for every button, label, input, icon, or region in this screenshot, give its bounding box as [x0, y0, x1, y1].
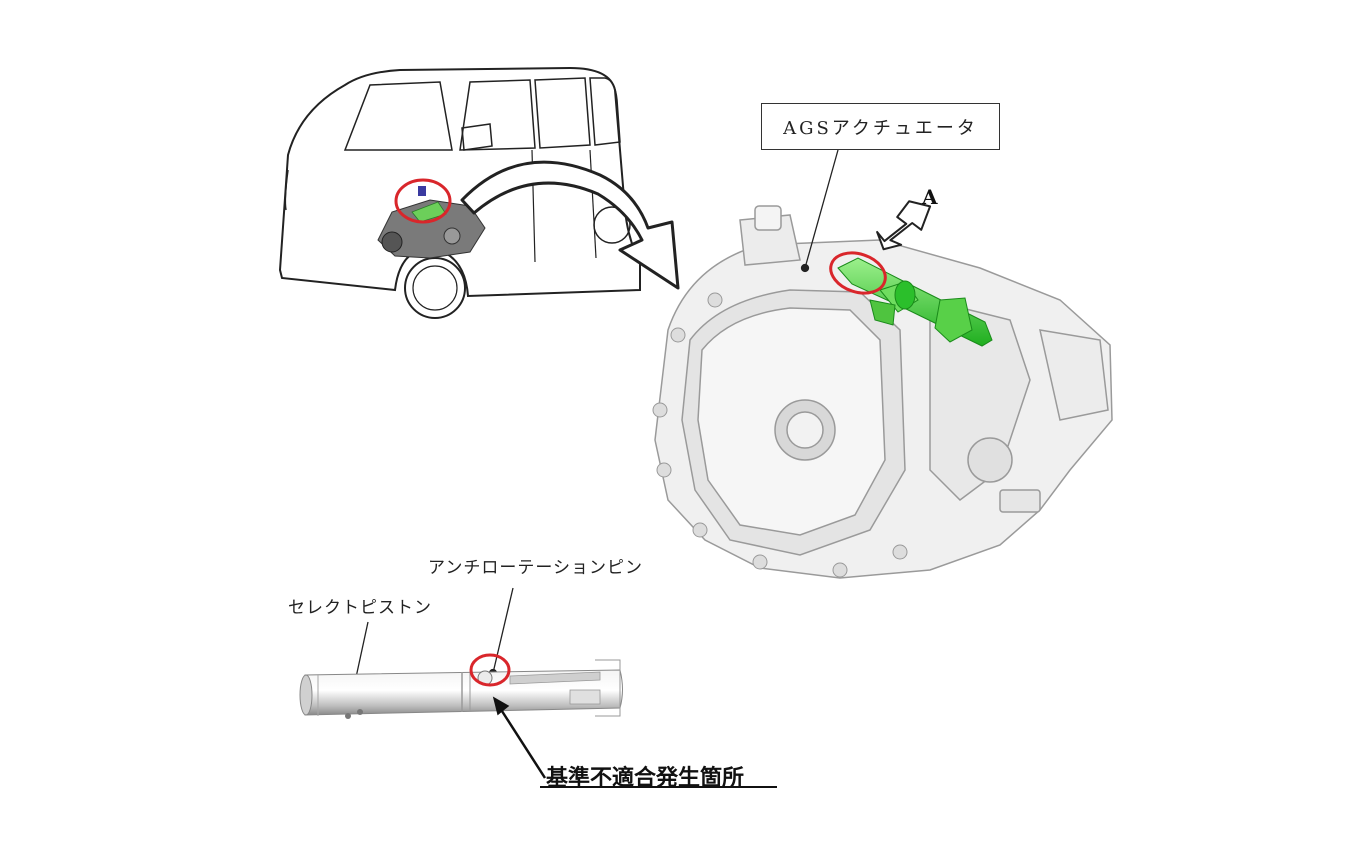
engine-in-van — [377, 186, 486, 259]
view-direction-arrow-icon — [876, 200, 932, 251]
van-highlight-circle — [394, 178, 452, 224]
select-piston — [299, 659, 623, 719]
van-outline — [278, 66, 641, 319]
label-underline — [540, 786, 777, 788]
select-piston-label: セレクトピストン — [288, 598, 432, 618]
pin-highlight-circle — [469, 653, 511, 687]
ags-actuator-label: AGSアクチュエータ — [761, 103, 1000, 150]
transmission-bolts — [652, 292, 908, 578]
anti-rotation-pin-label: アンチローテーションピン — [428, 558, 643, 578]
view-a-label: A — [922, 185, 938, 209]
curved-arrow-icon — [460, 160, 680, 290]
ags-actuator-green — [837, 257, 993, 347]
transmission-drawing — [654, 205, 1113, 579]
nonconformity-arrow-icon — [492, 696, 547, 779]
actuator-highlight-circle — [829, 251, 887, 295]
